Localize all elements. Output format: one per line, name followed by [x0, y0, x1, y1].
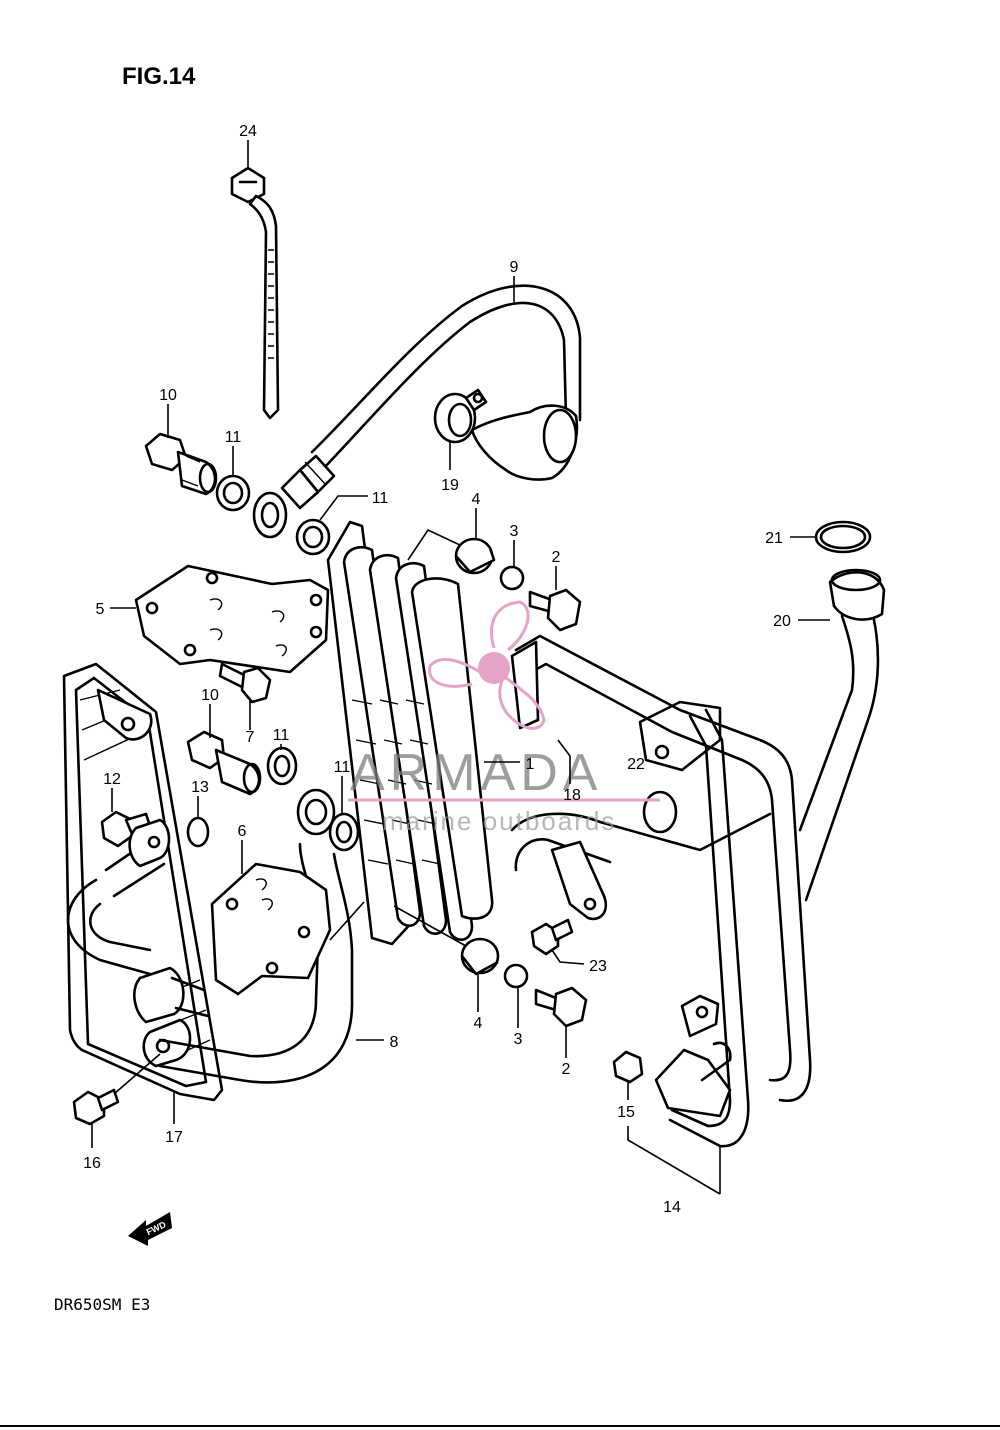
part-bolt-23 [530, 918, 574, 956]
callout-16: 16 [83, 1155, 101, 1172]
callout-4-lower: 4 [474, 1015, 483, 1032]
callout-7: 7 [246, 729, 255, 746]
part-cooler-frame [510, 634, 812, 1148]
part-upper-bracket [134, 564, 330, 674]
part-cooler-guard [62, 662, 224, 1102]
callout-24: 24 [239, 123, 257, 140]
figure-title: FIG.14 [122, 63, 196, 90]
callout-3-upper: 3 [510, 523, 519, 540]
part-cable-tie [230, 166, 280, 420]
callout-15: 15 [617, 1104, 635, 1121]
callout-14: 14 [663, 1199, 681, 1216]
part-nut-15 [612, 1050, 644, 1084]
callout-11-c: 11 [273, 727, 290, 744]
part-lower-bracket [210, 862, 365, 996]
callout-6: 6 [238, 823, 247, 840]
part-bolt-7 [218, 662, 272, 704]
callout-11-a: 11 [225, 429, 242, 446]
model-code: DR650SM E3 [54, 1295, 150, 1314]
callout-leaders [91, 140, 830, 1195]
callout-22: 22 [627, 756, 645, 773]
callout-3-lower: 3 [514, 1031, 523, 1048]
callout-18: 18 [563, 787, 581, 804]
part-gaskets-upper [215, 474, 331, 556]
callout-19: 19 [441, 477, 459, 494]
watermark-tagline: marine outboards [382, 806, 616, 836]
part-lower-oil-pipe [66, 818, 354, 1084]
part-union-bolt-upper [144, 432, 218, 496]
callout-17: 17 [165, 1129, 183, 1146]
callout-13: 13 [191, 779, 209, 796]
watermark-brand: ARMADA [350, 744, 602, 802]
callout-4-upper: 4 [472, 491, 481, 508]
part-union-bolt-lower [186, 730, 262, 796]
part-o-ring [814, 520, 872, 554]
callout-labels: 24 9 10 11 11 19 4 3 2 21 20 5 10 7 11 1… [83, 123, 791, 1216]
part-bolt-16 [72, 1053, 161, 1126]
callout-1: 1 [526, 756, 535, 773]
callout-12: 12 [103, 771, 121, 788]
part-grommet-collar-bolt-lower [393, 905, 588, 1028]
part-grommet-collar-bolt-upper [454, 537, 582, 632]
part-clip-13 [186, 816, 210, 848]
part-upper-oil-hose [280, 284, 582, 510]
callout-9: 9 [510, 259, 519, 276]
callout-5: 5 [96, 601, 105, 618]
callout-8: 8 [390, 1034, 399, 1051]
callout-23: 23 [589, 958, 607, 975]
callout-10-upper: 10 [159, 387, 177, 404]
part-return-pipe [798, 568, 886, 902]
callout-11-b: 11 [372, 490, 389, 507]
callout-11-d: 11 [334, 759, 351, 776]
watermark-logo [348, 600, 660, 802]
callout-10-lower: 10 [201, 687, 219, 704]
part-gaskets-lower [266, 746, 360, 852]
callout-2-upper: 2 [552, 549, 561, 566]
callout-20: 20 [773, 613, 791, 630]
part-hose-clamp [433, 388, 488, 444]
callout-2-lower: 2 [562, 1061, 571, 1078]
fwd-arrow: FWD [128, 1212, 172, 1246]
callout-21: 21 [765, 530, 783, 547]
part-oil-cooler [326, 520, 494, 946]
